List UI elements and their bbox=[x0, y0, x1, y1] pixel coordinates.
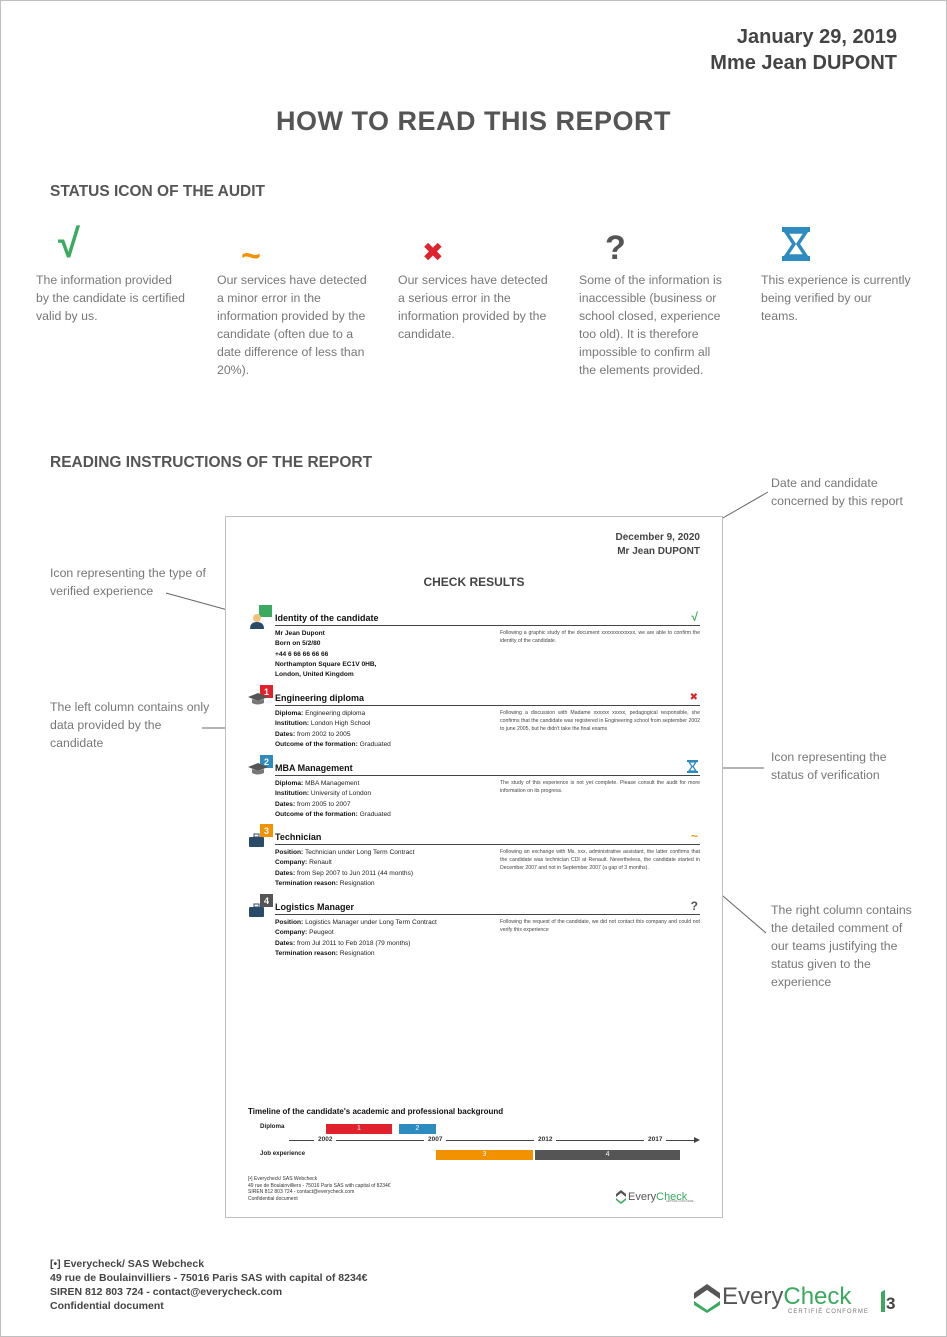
annotation-icon-type: Icon representing the type of verified e… bbox=[50, 566, 206, 598]
hourglass-icon bbox=[687, 760, 698, 776]
briefcase-icon: 3 bbox=[248, 824, 274, 852]
entry-comment: The study of this experience is not yet … bbox=[500, 780, 700, 795]
status-section-heading: STATUS ICON OF THE AUDIT bbox=[50, 183, 265, 200]
entry-comment: Following a graphic study of the documen… bbox=[500, 630, 700, 645]
check-icon: √ bbox=[691, 610, 698, 624]
page-footer: [•] Everycheck/ SAS Webcheck 49 rue de B… bbox=[50, 1258, 368, 1312]
page-title: HOW TO READ THIS REPORT bbox=[275, 106, 671, 136]
tilde-icon: ~ bbox=[690, 829, 698, 843]
timeline-bar: 1 bbox=[326, 1124, 392, 1134]
report-header: January 29, 2019 Mme Jean DUPONT bbox=[710, 24, 897, 76]
timeline-bar: 4 bbox=[535, 1150, 681, 1160]
cross-icon: ✖ bbox=[689, 692, 698, 703]
timeline-job-label: Job experience bbox=[260, 1150, 306, 1157]
status-description: The information provided by the candidat… bbox=[36, 273, 186, 323]
entry-title: MBA Management bbox=[275, 763, 353, 773]
briefcase-icon: 4 bbox=[248, 894, 274, 922]
timeline-year-label: 2017 bbox=[644, 1136, 667, 1143]
annotation-right-column: The right column contains the detailed c… bbox=[771, 903, 912, 989]
annotation-status-icon: Icon representing the status of verifica… bbox=[771, 750, 887, 782]
entry-details: Diploma: MBA Management Institution: Uni… bbox=[275, 780, 391, 818]
svg-text:4: 4 bbox=[264, 896, 269, 906]
status-description: Our services have detected a minor error… bbox=[217, 273, 367, 377]
entry-details: Position: Logistics Manager under Long T… bbox=[275, 919, 437, 957]
entry-title: Identity of the candidate bbox=[275, 613, 379, 623]
timeline-year-label: 2012 bbox=[534, 1136, 557, 1143]
status-description: Our services have detected a serious err… bbox=[398, 273, 548, 341]
check-icon: √ bbox=[58, 222, 80, 266]
sample-report-title: CHECK RESULTS bbox=[423, 575, 525, 589]
entry-comment: Following an exchange with Ms. xxx, admi… bbox=[500, 849, 700, 872]
status-description: This experience is currently being verif… bbox=[761, 273, 911, 323]
sample-candidate-name: Mr Jean DUPONT bbox=[617, 546, 700, 557]
timeline-year-label: 2007 bbox=[424, 1136, 447, 1143]
entry-comment: Following a discussion with Madame xxxxx… bbox=[500, 710, 700, 733]
timeline-diploma-label: Diploma bbox=[260, 1123, 285, 1130]
timeline-axis bbox=[289, 1140, 697, 1141]
question-icon: ? bbox=[690, 899, 698, 913]
svg-text:1: 1 bbox=[264, 687, 269, 697]
graduation-cap-icon: 1 bbox=[248, 685, 274, 713]
everycheck-logo: EveryCheck CERTIFIÉ CONFORME bbox=[692, 1281, 868, 1315]
entry-title: Technician bbox=[275, 832, 322, 842]
page-number: 3 bbox=[877, 1288, 903, 1316]
arrow-right-icon bbox=[694, 1137, 700, 1143]
entry-details: Diploma: Engineering diploma Institution… bbox=[275, 710, 391, 748]
logo-tagline: CERTIFIÉ CONFORME bbox=[788, 1309, 869, 1315]
entry-title: Logistics Manager bbox=[275, 902, 355, 912]
reading-section-heading: READING INSTRUCTIONS OF THE REPORT bbox=[50, 454, 373, 471]
everycheck-logo-icon bbox=[694, 1284, 720, 1313]
timeline-bar: 2 bbox=[398, 1124, 436, 1134]
annotation-left-column: The left column contains only data provi… bbox=[50, 700, 210, 750]
entry-details: Position: Technician under Long Term Con… bbox=[275, 849, 415, 887]
sample-report-date: December 9, 2020 bbox=[615, 532, 700, 543]
sample-report: December 9, 2020 Mr Jean DUPONT CHECK RE… bbox=[225, 516, 723, 1218]
hourglass-icon bbox=[780, 226, 812, 267]
question-icon: ? bbox=[605, 229, 626, 267]
graduation-cap-icon: 2 bbox=[248, 755, 274, 783]
sample-report-footer: [•] Everycheck/ SAS Webcheck 49 rue de B… bbox=[248, 1176, 391, 1202]
timeline-bar: 3 bbox=[436, 1150, 533, 1160]
annotation-date-candidate: Date and candidate concerned by this rep… bbox=[771, 476, 903, 508]
page-number-mark bbox=[881, 1290, 885, 1312]
sample-report-header: December 9, 2020 Mr Jean DUPONT bbox=[615, 531, 700, 559]
report-date: January 29, 2019 bbox=[736, 26, 897, 48]
entry-comment: Following the request of the candidate, … bbox=[500, 919, 700, 934]
svg-text:3: 3 bbox=[264, 826, 269, 836]
everycheck-logo-small: EveryCheck CERTIFIÉ CONFORME bbox=[614, 1187, 694, 1205]
person-icon bbox=[248, 605, 274, 633]
status-description: Some of the information is inaccessible … bbox=[579, 273, 722, 377]
entry-title: Engineering diploma bbox=[275, 693, 365, 703]
cross-icon: ✖ bbox=[422, 237, 444, 267]
tilde-icon: ~ bbox=[241, 237, 261, 275]
entry-details: Mr Jean Dupont Born on 5/2/80 +44 6 66 6… bbox=[275, 630, 377, 679]
svg-text:2: 2 bbox=[264, 757, 269, 767]
candidate-name: Mme Jean DUPONT bbox=[710, 52, 897, 74]
timeline-title: Timeline of the candidate's academic and… bbox=[248, 1107, 504, 1116]
timeline-year-label: 2002 bbox=[314, 1136, 337, 1143]
